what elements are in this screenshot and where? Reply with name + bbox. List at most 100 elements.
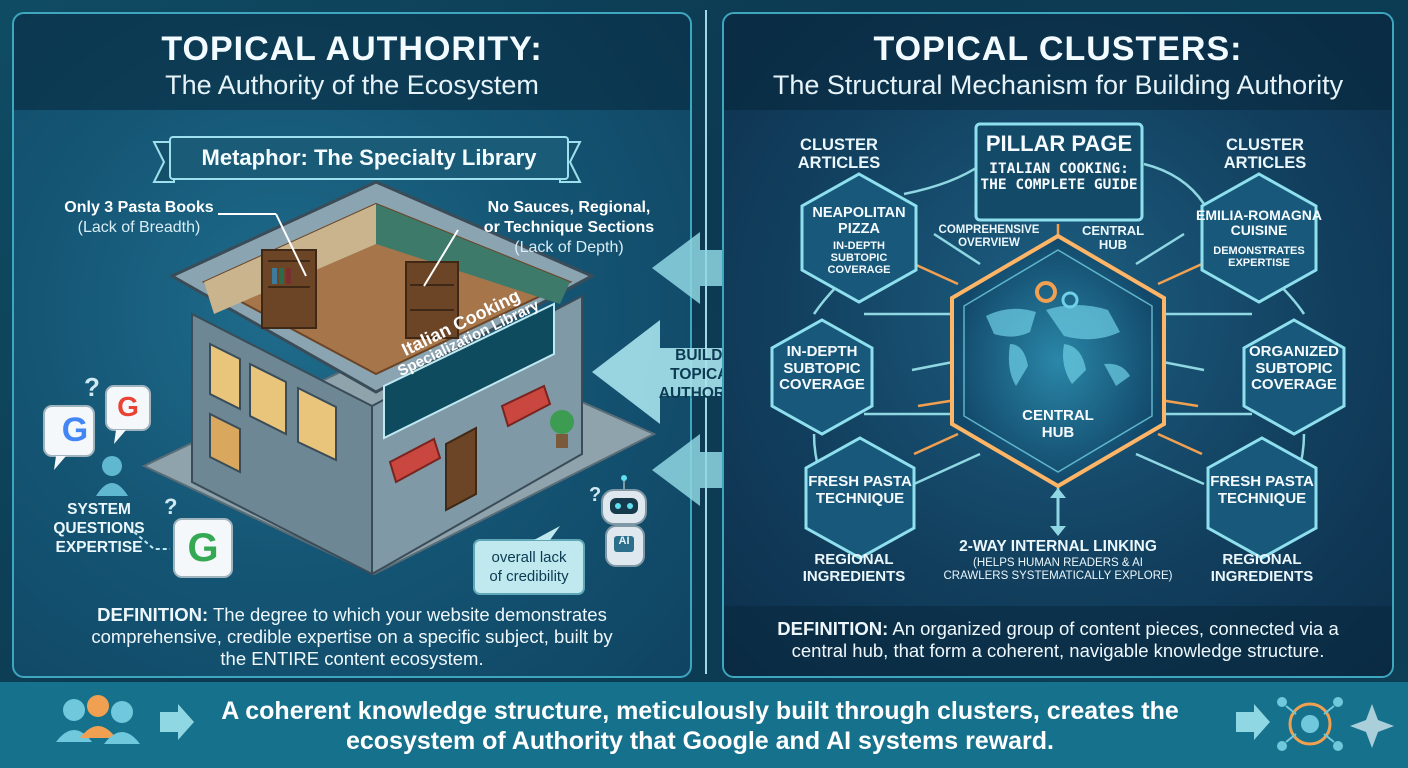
indepth-line3: COVERAGE — [779, 376, 865, 393]
fresh-right-line2: TECHNIQUE — [1217, 489, 1307, 507]
organized-line2: SUBTOPIC — [1255, 359, 1333, 377]
books-callout: Only 3 Pasta Books (Lack of Breadth) — [54, 198, 224, 238]
question-mark-3: ? — [589, 484, 602, 506]
linking-title: 2-WAY INTERNAL LINKING — [959, 538, 1157, 555]
left-header: TOPICAL AUTHORITY: The Authority of the … — [14, 14, 690, 110]
footer-line2: ecosystem of Authority that Google and A… — [345, 727, 1055, 755]
footer-banner: A coherent knowledge structure, meticulo… — [0, 682, 1408, 768]
pillar-page-box — [974, 122, 1144, 222]
node-indepth: IN-DEPTH SUBTOPIC COVERAGE — [768, 343, 876, 394]
node-emilia: EMILIA-ROMAGNA CUISINE DEMONSTRATES EXPE… — [1194, 207, 1324, 269]
node-indepth-hex — [770, 318, 874, 436]
builds-line1: BUILDS — [675, 347, 733, 364]
neapolitan-title-2: PIZZA — [838, 220, 880, 237]
footer-arrow-left — [160, 704, 194, 740]
google-bubble-2 — [105, 385, 151, 444]
gear-icon-2 — [1061, 291, 1079, 309]
system-label-line3: EXPERTISE — [55, 539, 143, 556]
neapolitan-title-1: NEAPOLITAN — [812, 205, 906, 221]
neapolitan-sub-3: COVERAGE — [827, 264, 891, 277]
right-header: TOPICAL CLUSTERS: The Structural Mechani… — [724, 14, 1392, 110]
right-definition-label: DEFINITION: — [777, 618, 889, 639]
linking-sub-1: (HELPS HUMAN READERS & AI — [973, 557, 1143, 570]
metaphor-ribbon: Metaphor: The Specialty Library — [169, 136, 569, 180]
pillar-title: PILLAR PAGE — [985, 131, 1133, 156]
comprehensive-line2: OVERVIEW — [958, 236, 1020, 249]
node-neapolitan: NEAPOLITAN PIZZA IN-DEPTH SUBTOPIC COVER… — [808, 205, 910, 277]
google-icon-3: G — [187, 526, 219, 570]
central-hub-top-line1: CENTRAL — [1081, 223, 1145, 238]
world-map — [986, 305, 1130, 386]
emilia-title-2: CUISINE — [1230, 222, 1288, 239]
system-label-line1: SYSTEM — [67, 501, 131, 518]
question-mark-2: ? — [164, 494, 178, 519]
panel-divider — [705, 10, 707, 674]
footer-icons — [56, 695, 1394, 751]
books-callout-main: Only 3 Pasta Books — [64, 199, 214, 216]
left-definition: DEFINITION: The degree to which your web… — [34, 604, 670, 671]
cluster-articles-right: CLUSTER ARTICLES — [1223, 136, 1307, 173]
pillar-page: PILLAR PAGE ITALIAN COOKING: THE COMPLET… — [976, 131, 1142, 194]
comprehensive-overview: COMPREHENSIVE OVERVIEW — [934, 224, 1044, 249]
regional-left: REGIONAL INGREDIENTS — [794, 551, 914, 585]
node-fresh-left-hex — [804, 436, 916, 560]
google-bubble-3 — [173, 518, 233, 578]
pillar-line2: THE COMPLETE GUIDE — [980, 177, 1138, 194]
cluster-diagram — [724, 122, 1392, 676]
right-definition: DEFINITION: An organized group of conten… — [734, 618, 1382, 662]
node-fresh-left: FRESH PASTA TECHNIQUE — [806, 473, 914, 507]
system-questions-label: SYSTEM QUESTIONS EXPERTISE — [44, 500, 154, 557]
neapolitan-sub-2: SUBTOPIC — [830, 251, 888, 264]
sections-callout: No Sauces, Regional, or Technique Sectio… — [466, 198, 672, 258]
gear-icon — [1035, 281, 1057, 303]
node-emilia-hex — [1200, 172, 1318, 304]
central-hub-line1: CENTRAL — [1022, 407, 1094, 424]
google-bubble-1 — [43, 405, 95, 470]
robot-ai-badge: AI — [618, 535, 630, 547]
central-hub-label: CENTRAL HUB — [1010, 407, 1106, 441]
windows-left — [209, 342, 337, 474]
neapolitan-sub-1: IN-DEPTH — [833, 239, 885, 252]
regional-left-line1: REGIONAL — [814, 551, 894, 568]
system-label-line2: QUESTIONS — [53, 520, 145, 537]
left-definition-text-2: comprehensive, credible expertise on a s… — [91, 626, 613, 648]
fresh-right-line1: FRESH PASTA — [1210, 473, 1314, 490]
regional-right: REGIONAL INGREDIENTS — [1202, 551, 1322, 585]
question-mark-1: ? — [84, 372, 100, 402]
emilia-title-1: EMILIA-ROMAGNA — [1196, 207, 1322, 223]
fresh-left-line1: FRESH PASTA — [808, 473, 912, 490]
node-organized-hex — [1242, 318, 1346, 436]
user-icon — [102, 456, 122, 476]
books-callout-sub: (Lack of Breadth) — [77, 219, 201, 236]
organized-line3: COVERAGE — [1251, 376, 1337, 393]
library-illustration — [43, 141, 657, 595]
central-hub-top-line2: HUB — [1098, 237, 1128, 253]
indepth-line2: SUBTOPIC — [783, 359, 861, 377]
node-fresh-right-hex — [1206, 436, 1318, 560]
node-organized: ORGANIZED SUBTOPIC COVERAGE — [1240, 343, 1348, 394]
sections-callout-sub: (Lack of Depth) — [514, 239, 624, 256]
left-definition-text-3: the ENTIRE content ecosystem. — [220, 648, 484, 670]
node-neapolitan-hex — [800, 172, 918, 304]
emilia-sub-2: EXPERTISE — [1228, 256, 1290, 269]
brain-network-icon — [1277, 697, 1343, 751]
bookshelf-left — [261, 249, 317, 329]
central-hub-line2: HUB — [1041, 423, 1075, 441]
team-icon — [56, 695, 140, 744]
footer-text: A coherent knowledge structure, meticulo… — [170, 696, 1230, 756]
organized-line1: ORGANIZED — [1249, 343, 1339, 360]
credibility-line1: overall lack — [491, 549, 567, 566]
left-definition-text-1: The degree to which your website demonst… — [208, 604, 607, 625]
left-title: TOPICAL AUTHORITY: — [161, 30, 543, 68]
bookshelf-right — [405, 261, 459, 339]
footer-line1: A coherent knowledge structure, meticulo… — [221, 697, 1179, 725]
google-icon-2: G — [117, 391, 139, 422]
left-panel: TOPICAL AUTHORITY: The Authority of the … — [12, 12, 692, 678]
fresh-left-line2: TECHNIQUE — [815, 489, 905, 507]
sparkle-icon — [1350, 704, 1394, 748]
indepth-line1: IN-DEPTH — [786, 343, 858, 360]
library-sign — [383, 302, 555, 440]
right-panel: TOPICAL CLUSTERS: The Structural Mechani… — [722, 12, 1394, 678]
left-definition-label: DEFINITION: — [97, 604, 209, 625]
node-fresh-right: FRESH PASTA TECHNIQUE — [1208, 473, 1316, 507]
